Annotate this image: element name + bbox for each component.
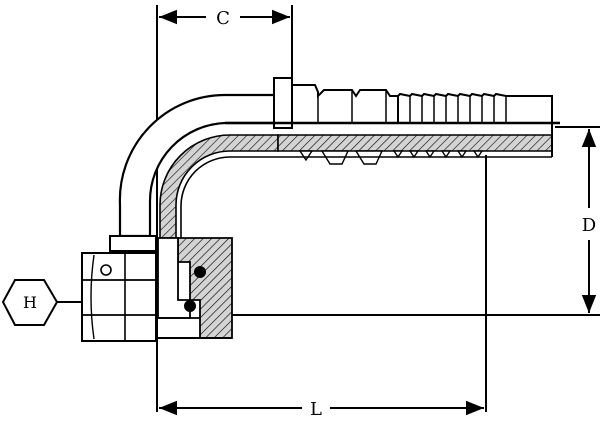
hex-dimension-h: H	[1, 279, 82, 326]
nut-section	[177, 237, 233, 339]
stem-barbs	[397, 92, 553, 124]
swivel-nut	[81, 235, 233, 342]
hose-stem	[225, 77, 560, 165]
bend-section-wall	[159, 134, 279, 239]
dimension-d	[232, 126, 600, 316]
nut-hole	[100, 264, 112, 276]
dimension-l	[159, 155, 487, 416]
dimension-c	[156, 5, 293, 412]
stem-collar	[273, 77, 293, 129]
bore-line	[180, 156, 282, 240]
stem-body	[291, 84, 399, 124]
bend-outer-wall	[118, 93, 277, 238]
elbow-bend	[118, 93, 282, 240]
nut-neck-ring	[109, 235, 157, 252]
dimension-d-label: D	[582, 215, 596, 236]
ball-lower	[184, 300, 196, 312]
stem-section-wall	[277, 134, 553, 152]
dimension-l-label: L	[310, 399, 322, 420]
dimension-c-label: C	[216, 8, 230, 29]
dimension-h-label: H	[23, 293, 37, 312]
ball-upper	[194, 266, 206, 278]
nut-body	[81, 252, 157, 342]
